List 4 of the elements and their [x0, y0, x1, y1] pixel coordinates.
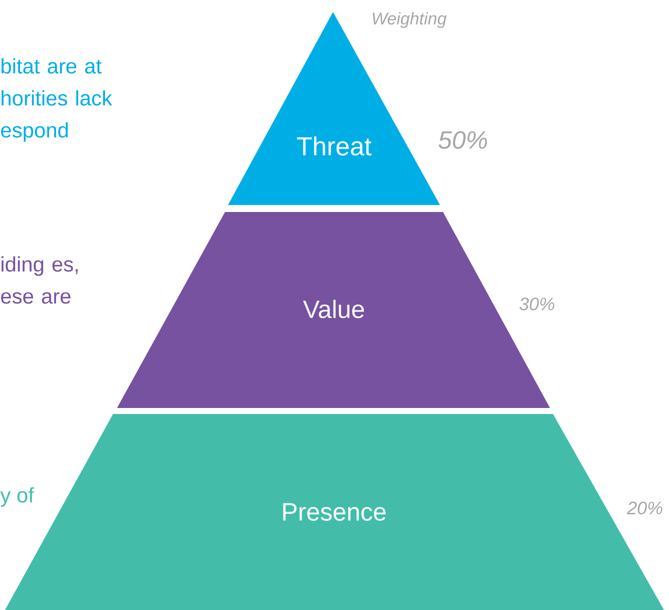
- weight-percentage: 50%: [438, 131, 487, 149]
- cut-off-text: bitat are at horities lack espond: [1, 58, 112, 142]
- cut-off-text: iding es, ese are: [1, 256, 78, 304]
- weight-percentage: 20%: [626, 502, 662, 514]
